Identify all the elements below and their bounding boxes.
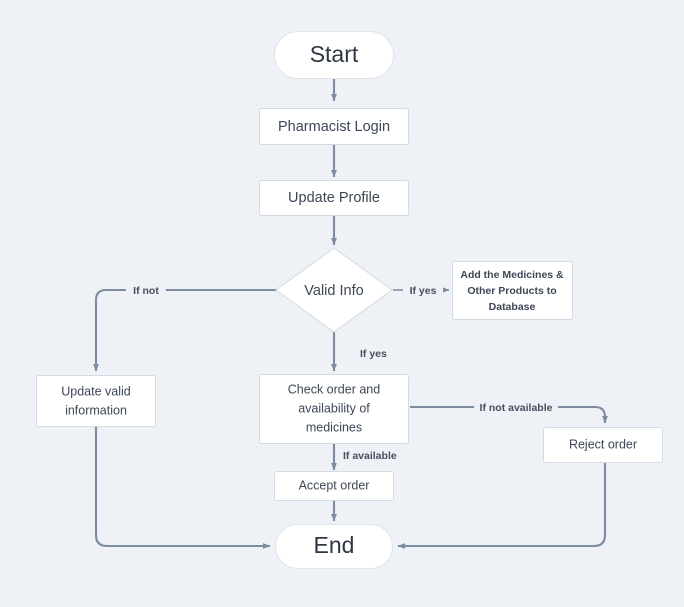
- node-update-valid-information-shape: [36, 375, 156, 427]
- edge-label-if-not: If not: [133, 285, 159, 297]
- edge-label-if-yes-right-bg: [403, 282, 443, 299]
- edge-label-if-available: If available: [343, 450, 397, 462]
- node-valid-info[interactable]: Valid Info: [275, 247, 393, 333]
- node-pharmacist-login-shape: [259, 108, 409, 145]
- node-end[interactable]: End: [275, 524, 393, 569]
- node-pharmacist-login[interactable]: Pharmacist Login: [259, 108, 409, 145]
- node-add-medicines-line2: Other Products to: [467, 285, 556, 297]
- node-end-shape: [275, 524, 393, 569]
- node-update-valid-information-line1: Update valid: [61, 384, 131, 398]
- edge-label-if-yes-right: If yes: [410, 285, 437, 297]
- node-valid-info-shape: [275, 247, 393, 333]
- edge-label-if-not-available: If not available: [480, 402, 553, 414]
- node-accept-order-shape: [274, 471, 394, 501]
- edge-check-order-to-reject-order: [410, 405, 608, 424]
- node-reject-order-shape: [543, 427, 663, 463]
- node-end-label: End: [314, 532, 355, 558]
- edge-valid-info-to-update-valid-info: [92, 288, 276, 372]
- node-check-order-line2: availability of: [298, 401, 370, 415]
- node-reject-order-label: Reject order: [569, 437, 637, 451]
- node-start-shape: [274, 31, 394, 79]
- edge-label-if-yes-down: If yes: [360, 348, 387, 360]
- node-update-valid-information-line2: information: [65, 403, 127, 417]
- node-accept-order[interactable]: Accept order: [274, 471, 394, 501]
- node-update-profile-label: Update Profile: [288, 190, 380, 206]
- node-check-order-line3: medicines: [306, 420, 362, 434]
- node-valid-info-label: Valid Info: [304, 283, 363, 299]
- node-pharmacist-login-label: Pharmacist Login: [278, 119, 390, 135]
- node-add-medicines[interactable]: Add the Medicines & Other Products to Da…: [452, 261, 573, 320]
- edge-label-if-not-bg: [126, 282, 166, 299]
- node-check-order-line1: Check order and: [288, 382, 380, 396]
- node-start[interactable]: Start: [274, 31, 394, 79]
- node-accept-order-label: Accept order: [299, 478, 370, 492]
- edge-label-if-not-available-bg: [474, 399, 558, 416]
- node-add-medicines-line3: Database: [489, 301, 536, 313]
- node-update-profile-shape: [259, 180, 409, 216]
- node-reject-order[interactable]: Reject order: [543, 427, 663, 463]
- node-check-order[interactable]: Check order and availability of medicine…: [259, 374, 409, 444]
- node-add-medicines-line1: Add the Medicines &: [460, 269, 564, 281]
- edge-update-valid-info-to-end: [94, 427, 271, 550]
- node-update-profile[interactable]: Update Profile: [259, 180, 409, 216]
- node-add-medicines-shape: [452, 261, 573, 320]
- node-check-order-shape: [259, 374, 409, 444]
- node-update-valid-information[interactable]: Update valid information: [36, 375, 156, 427]
- edge-reject-order-to-end: [397, 463, 607, 549]
- node-start-label: Start: [310, 41, 359, 67]
